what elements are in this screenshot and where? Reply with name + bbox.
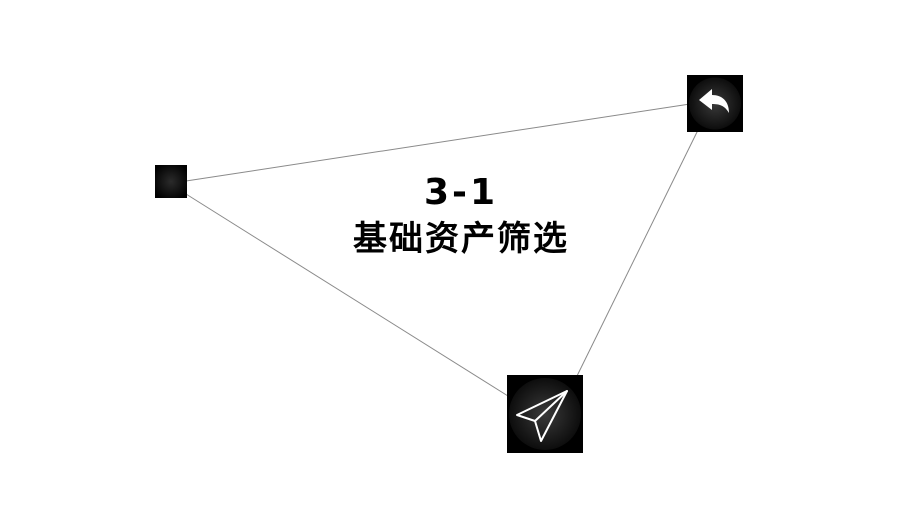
connector-line-left	[185, 193, 509, 397]
connector-line-right	[575, 129, 699, 379]
section-title: 基础资产筛选	[353, 219, 569, 259]
connector-line-top	[185, 103, 691, 182]
dark-square-icon	[155, 165, 187, 198]
section-number: 3-1	[423, 172, 499, 213]
back-arrow-icon[interactable]	[687, 75, 743, 132]
paper-plane-icon[interactable]	[507, 375, 583, 453]
title-block: 3-1 基础资产筛选	[300, 170, 622, 262]
